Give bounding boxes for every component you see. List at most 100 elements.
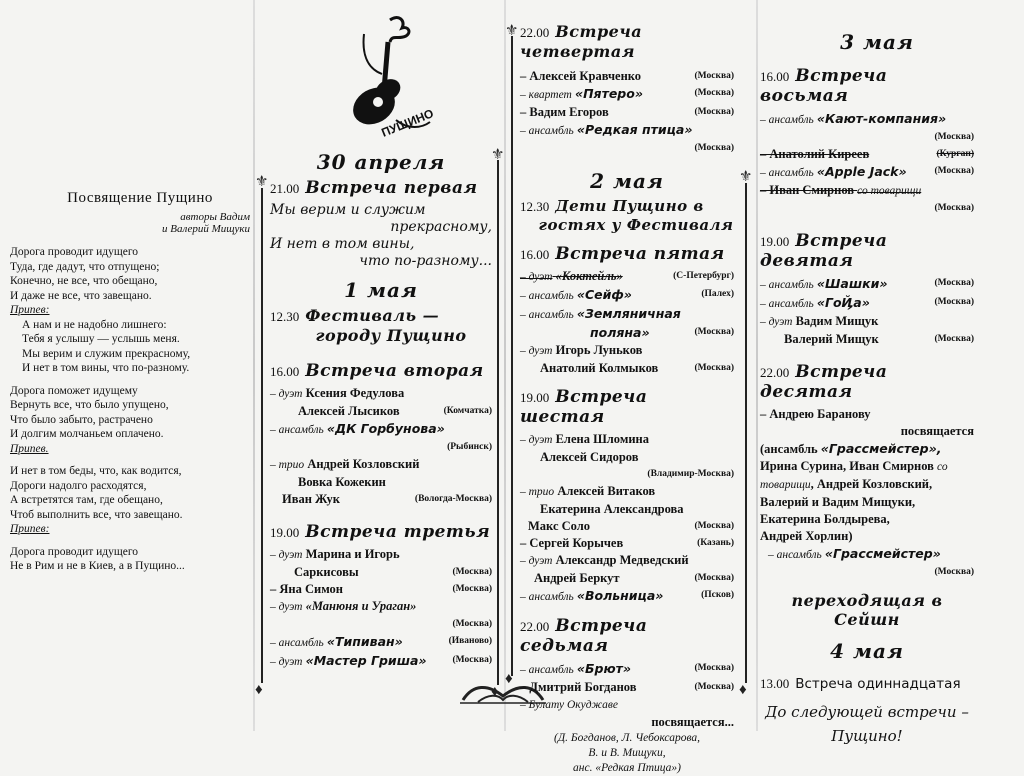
meeting-title: Встреча четвертая	[520, 22, 643, 61]
date-heading-may4: 4 мая	[830, 639, 904, 663]
dedication-line: – Андрею Баранову	[760, 407, 871, 421]
performer-row: – ансамбль «Кают-компания»	[760, 111, 947, 126]
poem-line: Конечно, не все, что обещано,	[10, 275, 158, 287]
meeting-time: 16.00	[520, 247, 550, 262]
meeting-time: 16.00	[760, 69, 790, 84]
kids-heading: 12.30 Дети Пущино в	[520, 197, 734, 216]
performer-row: – ансамбль «Шашки»(Москва)	[760, 276, 974, 291]
performer-row: поляна»(Москва)	[590, 325, 734, 340]
poem-authors-line: и Валерий Мищуки	[161, 223, 250, 235]
performer-row: – дуэт Марина и Игорь	[270, 547, 400, 561]
performer-row: – ансамбль «Вольница»(Псков)	[520, 588, 734, 603]
kids-heading-line2: гостях у Фестиваля	[538, 216, 734, 234]
ornament-pole-mid-right	[511, 36, 513, 676]
performer-row: – дуэт Ксения Федулова	[270, 386, 405, 400]
performer-row: Саркисовы(Москва)	[294, 565, 492, 579]
dedication-line: Андрей Хорлин)	[760, 529, 853, 543]
chorus-label: Припев:	[10, 523, 50, 535]
performer-row: – трио Андрей Козловский	[270, 457, 420, 471]
performer-row: – трио Алексей Витаков	[520, 484, 656, 498]
meeting-time: 21.00	[270, 181, 300, 196]
meeting-title: Встреча шестая	[520, 387, 648, 427]
meeting-5-heading: 16.00 Встреча пятая	[520, 244, 734, 264]
performer-row: – Иван Смирнов со товарищи	[760, 183, 922, 197]
performer-row: – ансамбль «Земляничная	[520, 306, 681, 321]
performer-row: (Москва)	[934, 132, 975, 142]
meeting-title: Встреча одиннадцатая	[795, 676, 961, 692]
performer-row: – Вадим Егоров(Москва)	[520, 105, 734, 119]
meeting-1-verse: Мы верим и служим прекрасному, И нет в т…	[270, 202, 492, 270]
performer-row: – дуэт «Манюня и Ураган»	[270, 599, 417, 613]
performer-row: – ансамбль «Типиван»(Иваново)	[270, 634, 492, 649]
page-fold-1	[253, 0, 255, 731]
meeting-time: 22.00	[760, 365, 790, 380]
verse-line: И нет в том вины,	[270, 236, 415, 252]
poem-line: И долгим молчаньем оплачено.	[10, 428, 164, 440]
poem-section: Посвящение Пущино авторы Вадим и Валерий…	[10, 190, 250, 574]
meeting-title: Встреча десятая	[760, 362, 888, 402]
dedication-line: Ирина Сурина, Иван Смирнов со	[760, 459, 948, 473]
ornament-pole-mid-left	[497, 160, 499, 685]
meeting-title: Встреча пятая	[555, 244, 725, 264]
meeting-time: 19.00	[760, 234, 790, 249]
performer-row: – Дмитрий Богданов(Москва)	[520, 680, 734, 694]
performer-row: (Москва)	[694, 143, 735, 153]
ornament-pole-right	[745, 183, 747, 683]
ornament-pole-left	[261, 188, 263, 683]
poem-line: Не в Рим и не в Киев, а в Пущино...	[10, 560, 185, 572]
session-note: переходящая в Сейшн	[791, 591, 943, 629]
poem-line: Дорога поможет идущему	[10, 384, 138, 397]
performer-row: – ансамбль «Редкая птица»	[520, 122, 693, 137]
fleur-ornament-icon: ⚜	[739, 169, 753, 185]
poem-line: Чтоб выполнить все, что завещано.	[10, 508, 183, 521]
performer-row: Анатолий Колмыков(Москва)	[540, 361, 734, 375]
poem-line: Дорога проводит идущего	[10, 246, 139, 258]
performer-row: – дуэт Вадим Мищук	[760, 314, 879, 328]
meeting-title: Встреча третья	[305, 522, 491, 542]
poem-authors-line: авторы Вадим	[180, 211, 250, 223]
meeting-title: Встреча седьмая	[520, 616, 648, 656]
performer-row: – Булату Окуджаве	[520, 699, 618, 711]
performer-row: – Алексей Кравченко(Москва)	[520, 69, 734, 83]
performer-row: Екатерина Александрова	[540, 502, 684, 516]
meeting-time: 12.30	[520, 199, 550, 214]
festival-heading-line2: городу Пущино	[315, 326, 467, 345]
performer-row: – ансамбль «ГоҊа»(Москва)	[760, 295, 974, 310]
verse-line: что по-разному...	[359, 253, 492, 269]
poem-title: Посвящение Пущино	[67, 190, 213, 206]
performer-row: – дуэт Елена Шломина	[520, 432, 649, 446]
meeting-time: 22.00	[520, 25, 550, 40]
date-heading-apr30: 30 апреля	[316, 150, 446, 174]
verse-line: прекрасному,	[390, 219, 492, 235]
performer-row: – Сергей Корычев(Казань)	[520, 536, 734, 550]
meeting-time: 19.00	[270, 525, 300, 540]
fleur-ornament-icon: ♦	[255, 682, 263, 698]
poem-line: И нет в том вины, что по-разному.	[22, 362, 190, 374]
poem-line: Туда, где дадут, что отпущено;	[10, 260, 160, 273]
date-heading-may2: 2 мая	[590, 169, 664, 193]
performer-row: (Москва)	[934, 567, 975, 577]
performer-row: – Анатолий Киреев(Курган)	[760, 147, 974, 161]
poem-line: Вернуть все, что было упущено,	[10, 399, 169, 411]
performer-row: – квартет «Пятеро»(Москва)	[520, 86, 734, 101]
dedication-line: Валерий и Вадим Мищуки,	[760, 495, 916, 509]
credits-line: В. и В. Мищуки,	[588, 747, 666, 759]
fleur-ornament-icon: ⚜	[491, 147, 505, 163]
dedication-line: Екатерина Болдырева,	[760, 512, 890, 526]
fleur-ornament-icon: ⚜	[505, 23, 519, 39]
poem-line: Что было забыто, растрачено	[10, 413, 153, 426]
chorus-label: Припев.	[10, 442, 49, 455]
meeting-title: Дети Пущино в	[555, 197, 704, 215]
page-fold-2	[504, 0, 506, 731]
meeting-title: Встреча девятая	[760, 231, 888, 271]
poem-line: Дороги надолго расходятся,	[10, 479, 147, 492]
performer-row: – ансамбль «Apple Jack»(Москва)	[760, 164, 974, 179]
performer-row: (Москва)	[452, 619, 493, 629]
